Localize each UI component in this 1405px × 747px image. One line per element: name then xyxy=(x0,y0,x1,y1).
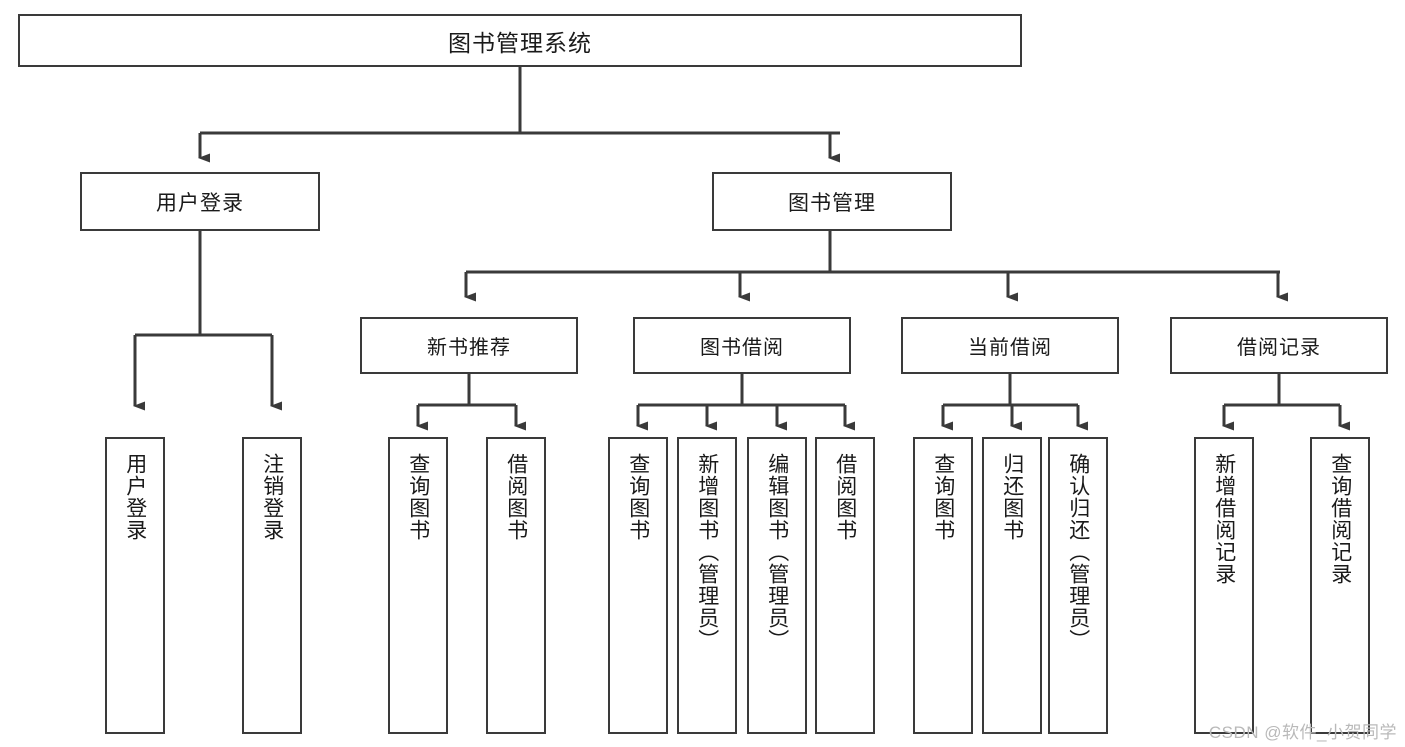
leaf-recommend-query-book[interactable]: 查询图书 xyxy=(388,437,448,734)
node-label: 图书管理系统 xyxy=(448,29,592,56)
node-user-login[interactable]: 用户登录 xyxy=(80,172,320,231)
node-label: 图书管理 xyxy=(788,191,876,215)
node-new-book-recommend[interactable]: 新书推荐 xyxy=(360,317,578,374)
leaf-current-return-book[interactable]: 归还图书 xyxy=(982,437,1042,734)
node-label: 新书推荐 xyxy=(427,337,511,359)
node-label: 新增借阅记录 xyxy=(1212,453,1236,585)
node-label: 图书借阅 xyxy=(700,337,784,359)
node-label: 查询图书 xyxy=(931,453,955,541)
leaf-borrow-edit-book-admin[interactable]: 编辑图书（管理员） xyxy=(747,437,807,734)
node-label: 编辑图书（管理员） xyxy=(765,453,789,651)
node-label: 当前借阅 xyxy=(968,337,1052,359)
node-label: 确认归还（管理员） xyxy=(1066,453,1090,651)
node-label: 新增图书（管理员） xyxy=(695,453,719,651)
watermark-text: CSDN @软件_小贺同学 xyxy=(1208,723,1397,742)
node-book-management[interactable]: 图书管理 xyxy=(712,172,952,231)
leaf-borrow-add-book-admin[interactable]: 新增图书（管理员） xyxy=(677,437,737,734)
leaf-user-login-signin[interactable]: 用户登录 xyxy=(105,437,165,734)
node-borrow-record[interactable]: 借阅记录 xyxy=(1170,317,1388,374)
node-label: 查询借阅记录 xyxy=(1328,453,1352,585)
leaf-recommend-borrow-book[interactable]: 借阅图书 xyxy=(486,437,546,734)
node-current-borrow[interactable]: 当前借阅 xyxy=(901,317,1119,374)
leaf-record-query-record[interactable]: 查询借阅记录 xyxy=(1310,437,1370,734)
leaf-user-login-signout[interactable]: 注销登录 xyxy=(242,437,302,734)
node-label: 查询图书 xyxy=(406,453,430,541)
leaf-borrow-query-book[interactable]: 查询图书 xyxy=(608,437,668,734)
leaf-current-confirm-return-admin[interactable]: 确认归还（管理员） xyxy=(1048,437,1108,734)
node-book-borrow[interactable]: 图书借阅 xyxy=(633,317,851,374)
node-label: 查询图书 xyxy=(626,453,650,541)
node-label: 借阅图书 xyxy=(833,453,857,541)
leaf-record-add-record[interactable]: 新增借阅记录 xyxy=(1194,437,1254,734)
node-label: 借阅图书 xyxy=(504,453,528,541)
node-label: 注销登录 xyxy=(260,453,284,541)
node-label: 归还图书 xyxy=(1000,453,1024,541)
node-root-system[interactable]: 图书管理系统 xyxy=(18,14,1022,67)
node-label: 用户登录 xyxy=(123,453,147,541)
leaf-borrow-borrow-book[interactable]: 借阅图书 xyxy=(815,437,875,734)
node-label: 借阅记录 xyxy=(1237,337,1321,359)
node-label: 用户登录 xyxy=(156,191,244,215)
leaf-current-query-book[interactable]: 查询图书 xyxy=(913,437,973,734)
